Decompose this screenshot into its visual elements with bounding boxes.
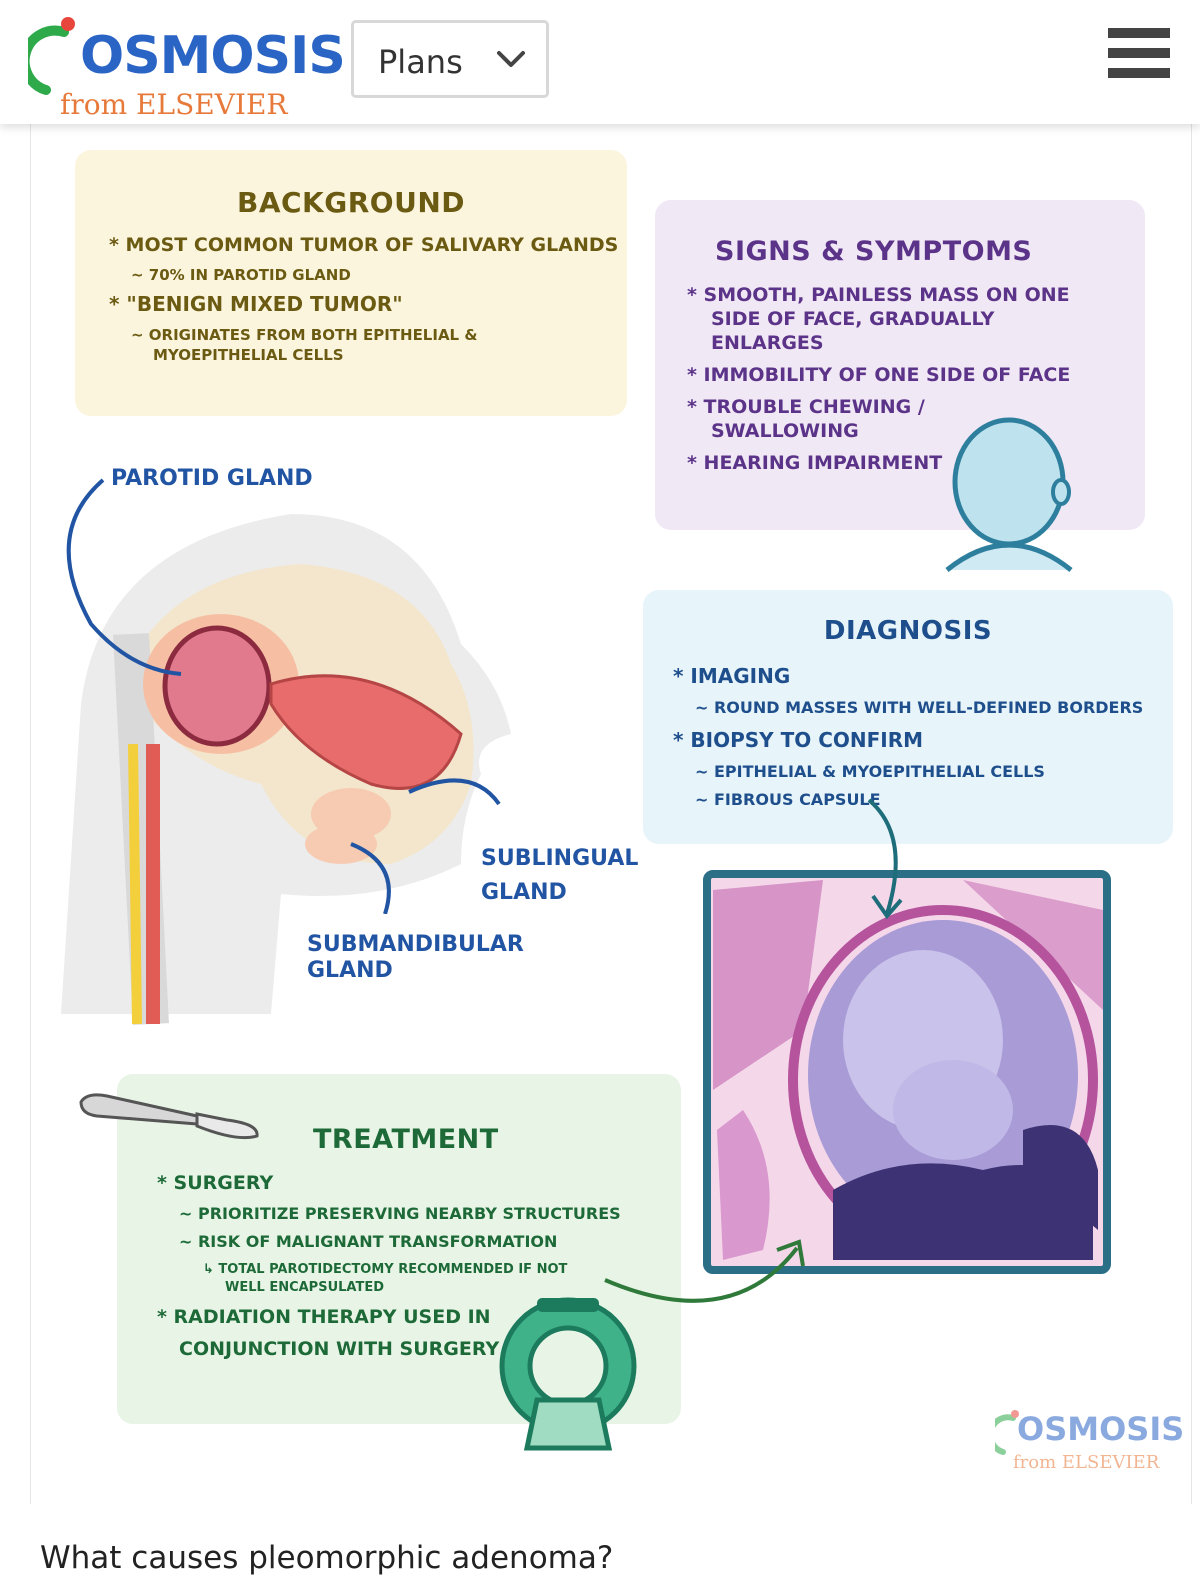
diagnosis-item: ~ ROUND MASSES with WELL-DEFINED BORDERS (695, 698, 1144, 717)
signs-item: ENLARGES (711, 332, 824, 354)
signs-item: * TROUBLE CHEWING / (687, 396, 925, 418)
site-header: OSMOSIS from ELSEVIER Plans (0, 0, 1200, 124)
background-panel: BACKGROUND * MOST COMMON TUMOR of SALIVA… (75, 150, 627, 416)
pleomorphic-adenoma-infographic: BACKGROUND * MOST COMMON TUMOR of SALIVA… (30, 124, 1192, 1504)
label-sublingual-1: SUBLINGUAL (481, 846, 639, 871)
treatment-item: WELL ENCAPSULATED (225, 1280, 384, 1295)
osmosis-logo[interactable]: OSMOSIS from ELSEVIER (28, 8, 346, 121)
arrow-diagnosis-histology (867, 798, 903, 920)
signs-item: SWALLOWING (711, 420, 859, 442)
arrow-treatment-histology (604, 1239, 805, 1303)
histology-image (703, 870, 1111, 1274)
background-item: MYOEPITHELIAL CELLS (153, 346, 344, 364)
callout-lines (66, 478, 501, 914)
background-title: BACKGROUND (236, 186, 465, 219)
head-silhouette-icon (945, 417, 1073, 572)
background-item: ~ ORIGINATES from BOTH EPITHELIAL & (131, 326, 478, 344)
head-anatomy-illustration (61, 514, 511, 1025)
treatment-item: ~ PRIORITIZE PRESERVING NEARBY STRUCTURE… (179, 1204, 621, 1223)
treatment-item: ~ RISK of MALIGNANT TRANSFORMATION (179, 1232, 558, 1251)
treatment-title: TREATMENT (313, 1124, 499, 1155)
watermark-logo: OSMOSIS from ELSEVIER (991, 1404, 1184, 1484)
label-submandibular-2: GLAND (307, 958, 393, 983)
article-section-heading: What causes pleomorphic adenoma? (40, 1540, 614, 1576)
treatment-item: * RADIATION THERAPY used in (157, 1306, 491, 1328)
watermark-wordmark: OSMOSIS (1017, 1410, 1185, 1448)
hamburger-menu-icon (1108, 28, 1170, 38)
logo-wordmark: OSMOSIS (80, 26, 346, 86)
treatment-item: * SURGERY (157, 1172, 274, 1194)
treatment-item: ↳ TOTAL PAROTIDECTOMY RECOMMENDED if NOT (203, 1262, 568, 1277)
ct-scanner-icon (499, 1297, 637, 1451)
signs-item: * IMMOBILITY of ONE SIDE of FACE (687, 364, 1071, 386)
watermark-subtitle: from ELSEVIER (1013, 1452, 1160, 1473)
signs-item: * HEARING IMPAIRMENT (687, 452, 943, 474)
diagnosis-panel: DIAGNOSIS * IMAGING ~ ROUND MASSES with … (643, 590, 1173, 844)
chevron-down-icon (497, 51, 525, 67)
logo-subtitle: from ELSEVIER (60, 88, 288, 121)
hamburger-menu-button[interactable] (1108, 28, 1170, 84)
treatment-item: CONJUNCTION with SURGERY (179, 1338, 500, 1360)
background-item: ~ 70% in PAROTID GLAND (131, 266, 351, 284)
plans-dropdown-label: Plans (378, 43, 463, 81)
diagnosis-item: ~ EPITHELIAL & MYOEPITHELIAL CELLS (695, 762, 1045, 781)
plans-dropdown[interactable]: Plans (351, 20, 549, 98)
label-sublingual-2: GLAND (481, 880, 567, 905)
signs-item: SIDE of FACE, GRADUALLY (711, 308, 995, 330)
label-parotid-gland: PAROTID GLAND (111, 466, 313, 491)
diagnosis-title: DIAGNOSIS (823, 616, 993, 646)
osmosis-logo-icon (28, 17, 75, 95)
osmosis-logo-icon (995, 1410, 1019, 1455)
diagnosis-item: * IMAGING (673, 664, 791, 688)
signs-symptoms-title: SIGNS & SYMPTOMS (715, 236, 1033, 267)
label-submandibular-1: SUBMANDIBULAR (307, 932, 524, 957)
signs-item: * SMOOTH, PAINLESS MASS on ONE (687, 284, 1070, 306)
diagnosis-item: * BIOPSY to CONFIRM (673, 728, 924, 752)
scalpel-icon (79, 1093, 259, 1140)
diagnosis-item: ~ FIBROUS CAPSULE (695, 790, 881, 809)
background-item: * MOST COMMON TUMOR of SALIVARY GLANDS (109, 234, 619, 256)
background-item: * "BENIGN MIXED TUMOR" (109, 292, 403, 316)
